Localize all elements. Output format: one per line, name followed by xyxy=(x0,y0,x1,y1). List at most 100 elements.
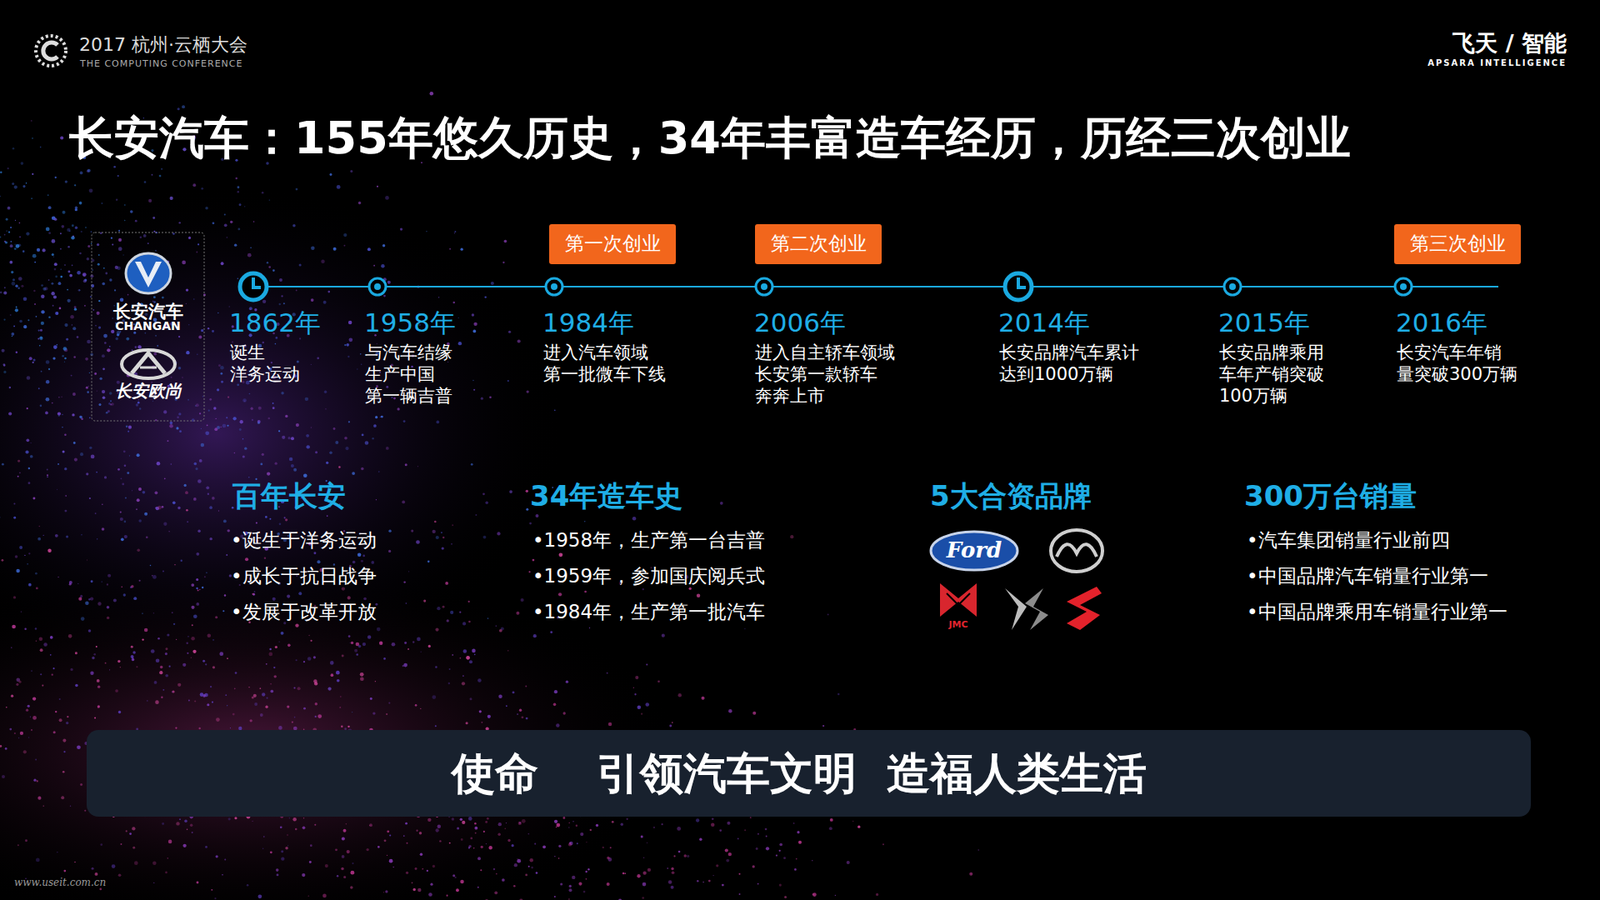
particle xyxy=(572,820,575,823)
particle xyxy=(270,690,274,694)
particle xyxy=(74,184,76,186)
particle xyxy=(585,870,587,873)
particle xyxy=(205,572,207,574)
particle xyxy=(550,630,553,634)
particle xyxy=(641,896,645,900)
particle xyxy=(301,873,305,877)
particle xyxy=(90,243,92,245)
particle xyxy=(379,641,383,645)
particle xyxy=(279,303,281,305)
particle xyxy=(526,390,530,393)
particle xyxy=(15,306,18,309)
particle xyxy=(101,503,104,505)
particle xyxy=(248,476,250,479)
particle xyxy=(508,330,511,334)
particle xyxy=(261,191,265,195)
particle xyxy=(480,721,483,724)
changan-v xyxy=(135,261,162,288)
bullet-item: •1984年，生产第一批汽车 xyxy=(532,600,765,625)
particle xyxy=(347,595,351,600)
particle xyxy=(485,843,487,845)
particle xyxy=(179,818,181,820)
particle xyxy=(205,485,210,490)
particle xyxy=(228,817,231,820)
particle xyxy=(852,820,854,822)
particle xyxy=(40,370,43,373)
particle xyxy=(12,147,15,150)
particle xyxy=(212,639,214,640)
particle xyxy=(97,705,100,708)
particle xyxy=(117,175,120,177)
particle xyxy=(668,880,673,885)
particle xyxy=(486,817,490,820)
particle xyxy=(79,415,82,419)
particle xyxy=(35,640,37,641)
particle xyxy=(245,557,249,561)
particle xyxy=(360,672,365,677)
particle xyxy=(265,515,268,519)
particle xyxy=(111,244,114,246)
particle xyxy=(461,681,465,685)
timeline-dot xyxy=(1224,278,1241,295)
particle xyxy=(125,496,127,499)
particle xyxy=(18,276,23,281)
particle xyxy=(584,590,587,594)
particle xyxy=(18,737,20,739)
particle xyxy=(187,399,190,401)
particle xyxy=(396,407,400,410)
particle xyxy=(90,671,94,675)
brand-mark-latin: APSARA INTELLIGENCE xyxy=(1427,58,1567,69)
particle xyxy=(139,580,141,582)
particle xyxy=(26,563,28,565)
particle xyxy=(60,232,62,235)
particle xyxy=(969,872,973,876)
particle xyxy=(494,890,498,895)
particle xyxy=(197,243,200,245)
particle xyxy=(110,237,113,240)
particle xyxy=(370,697,373,700)
particle xyxy=(435,828,439,832)
particle xyxy=(88,385,90,387)
conference-name: 2017 杭州·云栖大会 xyxy=(79,34,248,56)
column-heading: 百年长安 xyxy=(232,479,346,514)
particle xyxy=(60,269,62,270)
particle xyxy=(73,355,75,358)
particle xyxy=(74,457,78,461)
particle xyxy=(576,842,579,845)
particle xyxy=(348,420,350,423)
particle xyxy=(172,501,176,505)
particle xyxy=(162,570,165,573)
particle xyxy=(264,556,266,559)
particle xyxy=(101,527,105,531)
particle xyxy=(289,817,291,820)
timeline-dot xyxy=(1395,278,1412,295)
conference-logo xyxy=(35,35,66,66)
particle xyxy=(325,461,329,465)
particle xyxy=(192,650,196,654)
particle xyxy=(305,445,310,449)
particle xyxy=(765,835,768,838)
particle xyxy=(517,340,521,344)
particle xyxy=(261,692,265,696)
particle xyxy=(130,210,134,214)
particle xyxy=(388,702,390,705)
particle xyxy=(234,816,237,820)
particle xyxy=(165,871,168,875)
particle xyxy=(254,590,256,593)
particle xyxy=(45,411,49,415)
particle xyxy=(57,576,60,579)
particle xyxy=(330,660,335,665)
particle xyxy=(385,890,388,893)
particle xyxy=(419,831,422,835)
particle xyxy=(440,531,443,534)
particle xyxy=(305,397,309,401)
particle xyxy=(794,868,797,871)
particle xyxy=(279,523,282,526)
particle xyxy=(309,860,312,864)
particle xyxy=(10,332,15,336)
particle xyxy=(405,842,408,845)
particle xyxy=(190,636,195,641)
particle xyxy=(412,888,415,891)
particle xyxy=(416,637,421,642)
particle xyxy=(830,818,834,822)
